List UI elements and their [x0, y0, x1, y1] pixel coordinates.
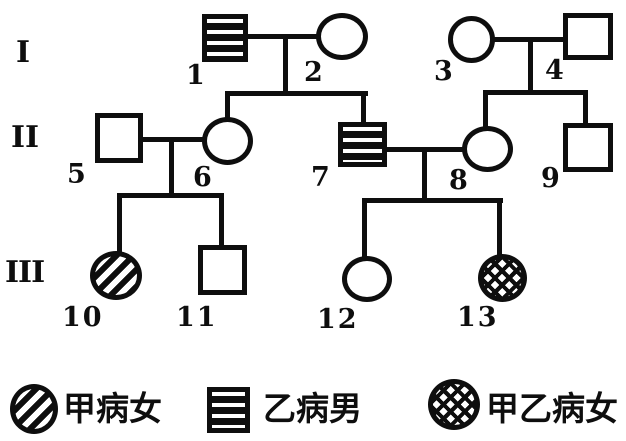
person-I-2-number: 2	[304, 57, 325, 88]
couple-3-4-sibship-line	[483, 90, 588, 95]
legend-symbol-disease-a-female-icon	[10, 384, 58, 434]
generation-label-I: I	[16, 35, 31, 70]
person-III-12-symbol	[342, 256, 392, 302]
generation-label-II: II	[11, 120, 40, 155]
person-II-8-symbol	[462, 126, 513, 172]
person-II-5-number: 5	[67, 159, 88, 190]
person-II-7-symbol	[338, 122, 387, 167]
couple-1-2-descent-drop	[283, 34, 288, 96]
couple-7-8-descent-drop	[422, 147, 427, 203]
couple-7-8-sibship-line	[362, 198, 503, 203]
drop-to-child-11	[219, 193, 224, 249]
couple-3-4-descent-drop	[528, 37, 533, 95]
person-II-7-number: 7	[311, 162, 332, 193]
couple-5-6-sibship-line	[117, 193, 224, 198]
person-II-9-symbol	[563, 123, 613, 172]
legend-label-disease-b-male: 乙病男	[263, 389, 362, 428]
couple-5-6-descent-drop	[169, 137, 174, 198]
couple-1-2-sibship-line	[226, 91, 368, 96]
person-I-2-symbol	[316, 13, 368, 60]
person-III-10-symbol	[90, 251, 142, 300]
legend-label-disease-a-female: 甲病女	[63, 389, 162, 428]
legend-symbol-disease-a-b-female-icon	[428, 379, 480, 430]
drop-to-child-12	[362, 198, 367, 260]
person-III-10-number: 10	[62, 302, 104, 333]
person-I-1-number: 1	[186, 60, 207, 91]
person-II-9-number: 9	[541, 163, 562, 194]
person-III-13-symbol	[478, 254, 527, 302]
person-I-4-number: 4	[545, 55, 566, 86]
drop-to-child-6	[225, 91, 230, 122]
person-II-6-symbol	[202, 117, 253, 165]
drop-to-child-9	[583, 90, 588, 127]
person-II-5-symbol	[95, 113, 143, 163]
couple-1-2-mating-line	[246, 34, 318, 39]
person-I-4-symbol	[563, 13, 613, 60]
drop-to-child-10	[117, 193, 122, 255]
person-I-3-symbol	[448, 16, 495, 63]
legend-label-disease-a-b-female: 甲乙病女	[486, 389, 618, 428]
legend-symbol-disease-b-male-icon	[207, 387, 250, 433]
drop-to-child-8	[483, 90, 488, 130]
person-III-12-number: 12	[317, 304, 359, 335]
drop-to-child-7	[361, 91, 366, 126]
person-III-11-symbol	[198, 245, 247, 295]
person-I-3-number: 3	[434, 56, 455, 87]
person-II-8-number: 8	[449, 165, 470, 196]
person-III-13-number: 13	[457, 302, 499, 333]
generation-label-III: III	[5, 255, 45, 290]
person-II-6-number: 6	[193, 162, 214, 193]
person-III-11-number: 11	[176, 302, 218, 333]
person-I-1-symbol	[202, 14, 248, 62]
drop-to-child-13	[497, 198, 502, 258]
